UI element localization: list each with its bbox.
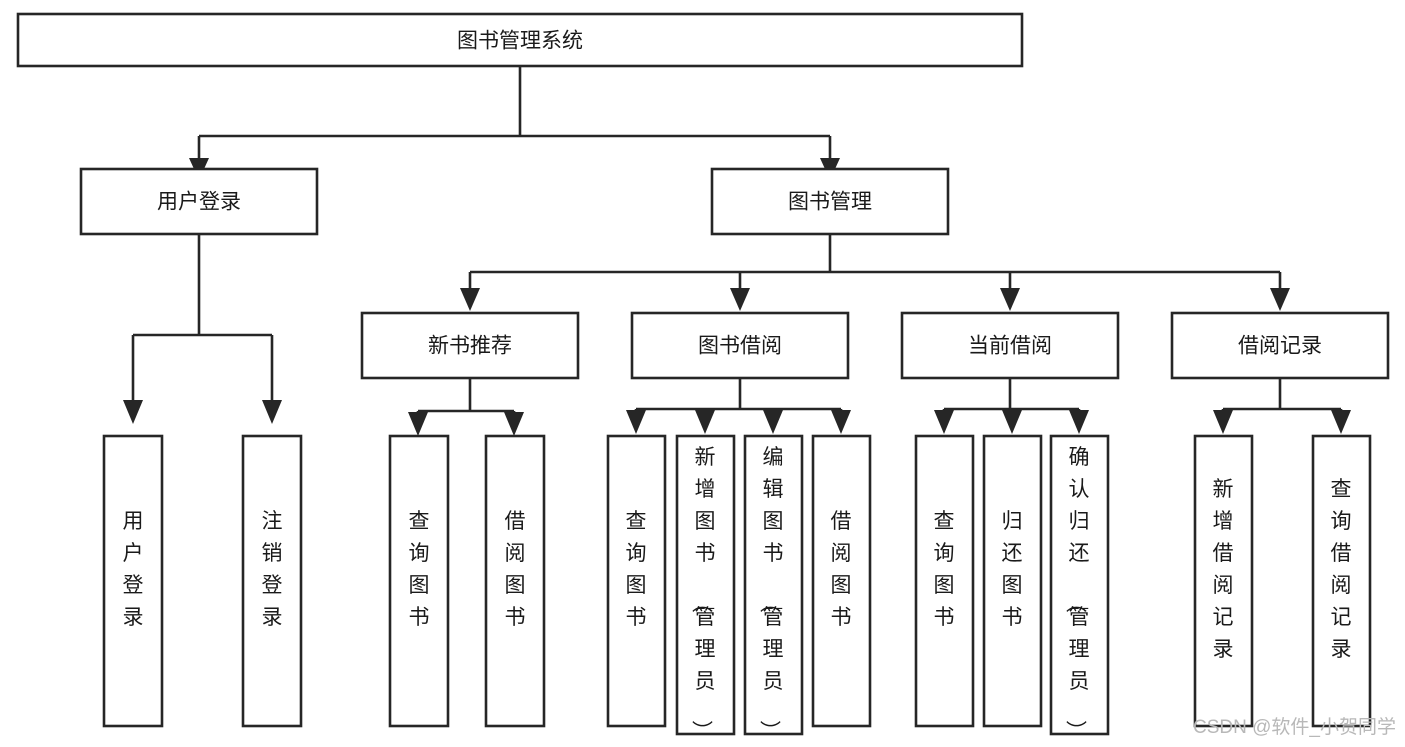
node-leaf-query-record-box[interactable] (1311, 434, 1372, 728)
connector-current-borrow-to-leaves (942, 378, 1081, 412)
node-leaf-add-record[interactable]: 新增借阅记录 (1193, 434, 1254, 728)
node-leaf-borrow-book-1-box[interactable] (484, 434, 546, 728)
node-leaf-borrow-book-2[interactable]: 借阅图书 (811, 434, 872, 728)
node-current-borrow-label: 当前借阅 (968, 335, 1052, 358)
node-leaf-confirm-return[interactable]: 确认归还（管理员） (1049, 434, 1110, 741)
arrow-to-leaf-query-record (1331, 410, 1351, 434)
node-leaf-user-login-box[interactable] (102, 434, 164, 728)
connector-root-to-level1 (197, 66, 832, 158)
node-current-borrow-box[interactable] (900, 311, 1120, 380)
arrow-to-leaf-user-login (123, 400, 143, 424)
connector-new-book-recommend-to-leaves (416, 378, 516, 414)
node-leaf-confirm-return-box[interactable] (1049, 434, 1110, 736)
csdn-watermark: CSDN @软件_小贺同学 (1193, 716, 1396, 738)
node-leaf-logout-label: 注销登录 (262, 510, 283, 629)
node-book-borrow-box[interactable] (630, 311, 850, 380)
node-user-login-box[interactable] (79, 167, 319, 236)
node-leaf-query-book-1-box[interactable] (388, 434, 450, 728)
connector-layer (123, 66, 1351, 436)
arrow-to-leaf-logout (262, 400, 282, 424)
node-leaf-user-login-label: 用户登录 (123, 510, 144, 629)
node-borrow-record[interactable]: 借阅记录 (1170, 311, 1390, 380)
node-leaf-add-book-box[interactable] (675, 434, 736, 736)
node-new-book-recommend-box[interactable] (360, 311, 580, 380)
arrow-to-leaf-edit-book (763, 410, 783, 434)
node-leaf-edit-book[interactable]: 编辑图书（管理员） (743, 434, 804, 741)
connector-book-borrow-to-leaves (634, 378, 843, 412)
connector-borrow-record-to-leaves (1221, 378, 1343, 412)
node-new-book-recommend-label: 新书推荐 (428, 335, 512, 358)
node-leaf-edit-book-label: 编辑图书（管理员） (758, 446, 784, 741)
node-leaf-query-book-3[interactable]: 查询图书 (914, 434, 975, 728)
node-root-box[interactable] (16, 12, 1024, 68)
node-leaf-return-book-box[interactable] (982, 434, 1043, 728)
node-borrow-record-label: 借阅记录 (1238, 335, 1322, 358)
node-root-label: 图书管理系统 (457, 30, 583, 53)
node-leaf-logout-box[interactable] (241, 434, 303, 728)
node-book-management-box[interactable] (710, 167, 950, 236)
arrow-to-leaf-add-record (1213, 410, 1233, 434)
node-leaf-borrow-book-2-box[interactable] (811, 434, 872, 728)
node-leaf-query-book-3-label: 查询图书 (934, 510, 955, 629)
node-book-borrow-label: 图书借阅 (698, 335, 782, 358)
node-leaf-borrow-book-1-label: 借阅图书 (505, 510, 526, 629)
node-leaf-query-book-2[interactable]: 查询图书 (606, 434, 667, 728)
node-new-book-recommend[interactable]: 新书推荐 (360, 311, 580, 380)
node-leaf-return-book-label: 归还图书 (1002, 510, 1023, 629)
node-leaf-query-book-2-box[interactable] (606, 434, 667, 728)
node-leaf-query-book-2-label: 查询图书 (626, 510, 647, 629)
arrow-to-new-book-recommend (460, 288, 480, 311)
node-leaf-query-record-label: 查询借阅记录 (1331, 478, 1352, 661)
arrow-to-borrow-record (1270, 288, 1290, 311)
node-leaf-logout[interactable]: 注销登录 (241, 434, 303, 728)
arrow-to-leaf-borrow-book-2 (831, 410, 851, 434)
node-leaf-user-login[interactable]: 用户登录 (102, 434, 164, 728)
node-leaf-return-book[interactable]: 归还图书 (982, 434, 1043, 728)
node-book-management-label: 图书管理 (788, 191, 872, 214)
node-leaf-add-record-label: 新增借阅记录 (1213, 478, 1234, 661)
node-current-borrow[interactable]: 当前借阅 (900, 311, 1120, 380)
node-root[interactable]: 图书管理系统 (16, 12, 1024, 68)
node-leaf-borrow-book-2-label: 借阅图书 (831, 510, 852, 629)
node-leaf-add-book-label: 新增图书（管理员） (690, 446, 716, 741)
node-leaf-query-book-3-box[interactable] (914, 434, 975, 728)
node-user-login-label: 用户登录 (157, 191, 241, 214)
node-leaf-edit-book-box[interactable] (743, 434, 804, 736)
node-book-management[interactable]: 图书管理 (710, 167, 950, 236)
arrow-to-leaf-query-book-2 (626, 410, 646, 434)
node-leaf-query-record[interactable]: 查询借阅记录 (1311, 434, 1372, 728)
node-leaf-query-book-1[interactable]: 查询图书 (388, 434, 450, 728)
arrow-to-leaf-query-book-3 (934, 410, 954, 434)
arrow-to-leaf-query-book-1 (408, 412, 428, 436)
arrow-to-current-borrow (1000, 288, 1020, 311)
connector-book-management-to-level2 (468, 234, 1282, 288)
arrow-to-book-borrow (730, 288, 750, 311)
node-book-borrow[interactable]: 图书借阅 (630, 311, 850, 380)
node-leaf-borrow-book-1[interactable]: 借阅图书 (484, 434, 546, 728)
node-leaf-query-book-1-label: 查询图书 (409, 510, 430, 629)
arrow-to-leaf-add-book (695, 410, 715, 434)
node-borrow-record-box[interactable] (1170, 311, 1390, 380)
node-user-login[interactable]: 用户登录 (79, 167, 319, 236)
node-leaf-confirm-return-label: 确认归还（管理员） (1064, 446, 1090, 741)
node-leaf-add-book[interactable]: 新增图书（管理员） (675, 434, 736, 741)
node-leaf-add-record-box[interactable] (1193, 434, 1254, 728)
arrow-to-leaf-confirm-return (1069, 410, 1089, 434)
connector-user-login-to-leaves (131, 234, 274, 400)
arrow-to-leaf-borrow-book-1 (504, 412, 524, 436)
arrow-to-leaf-return-book (1002, 410, 1022, 434)
